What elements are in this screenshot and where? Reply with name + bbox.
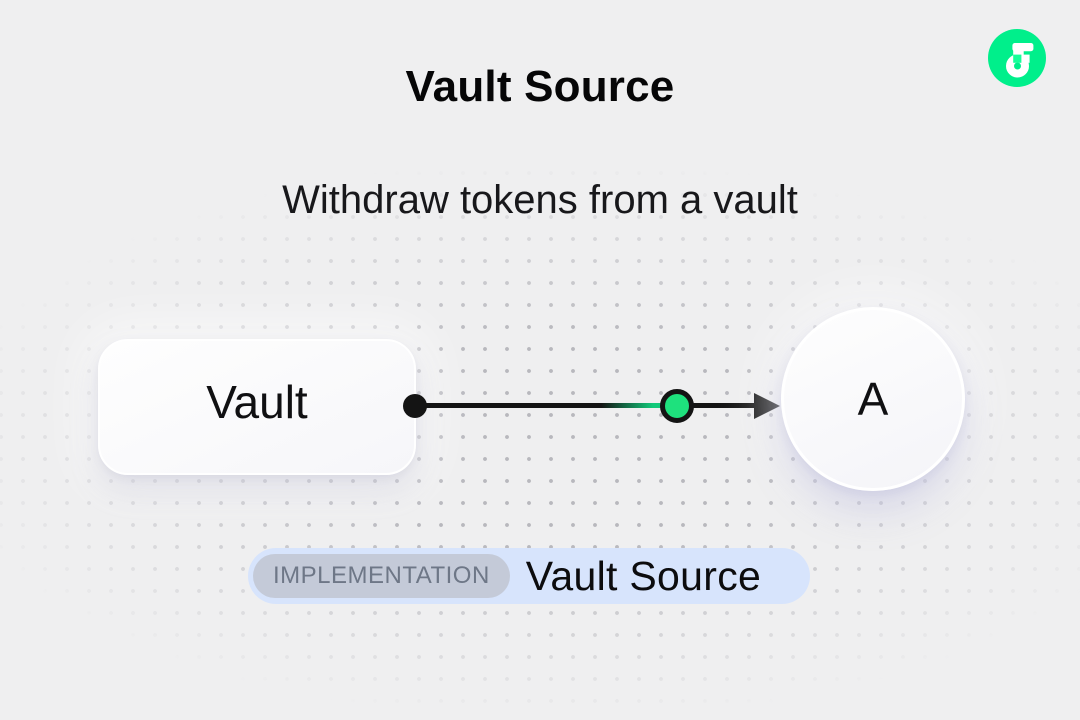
edge-line [415,403,760,408]
vault-node-label: Vault [206,376,308,428]
flow-logo-icon [988,29,1046,87]
implementation-tag: IMPLEMENTATION [253,554,510,598]
page-subtitle: Withdraw tokens from a vault [282,178,798,222]
recipient-node-label: A [857,373,889,425]
implementation-badge: IMPLEMENTATION Vault Source [248,548,810,604]
page-title: Vault Source [405,62,675,111]
implementation-label: Vault Source [525,552,762,599]
recipient-node: A [781,307,965,491]
edge-start-dot [403,394,427,418]
edge-arrowhead-icon [754,393,780,419]
vault-node: Vault [98,339,416,475]
edge-token-dot [660,389,694,423]
